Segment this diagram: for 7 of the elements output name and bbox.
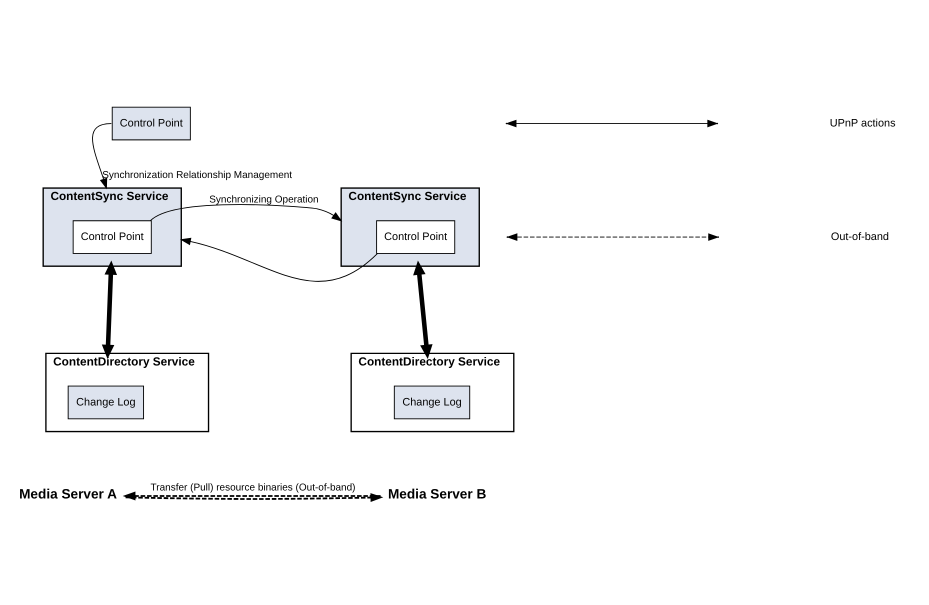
legend-label: Out-of-band	[830, 230, 889, 243]
legend-label: UPnP actions	[830, 117, 896, 130]
edge-label: Synchronizing Operation	[209, 194, 319, 206]
node-text: Media Server A	[19, 486, 117, 502]
edge-label: Synchronization Relationship Management	[102, 170, 292, 181]
edge-label: Transfer (Pull) resource binaries (Out-of-band)	[150, 482, 356, 494]
node-text: Media Server B	[388, 486, 486, 502]
